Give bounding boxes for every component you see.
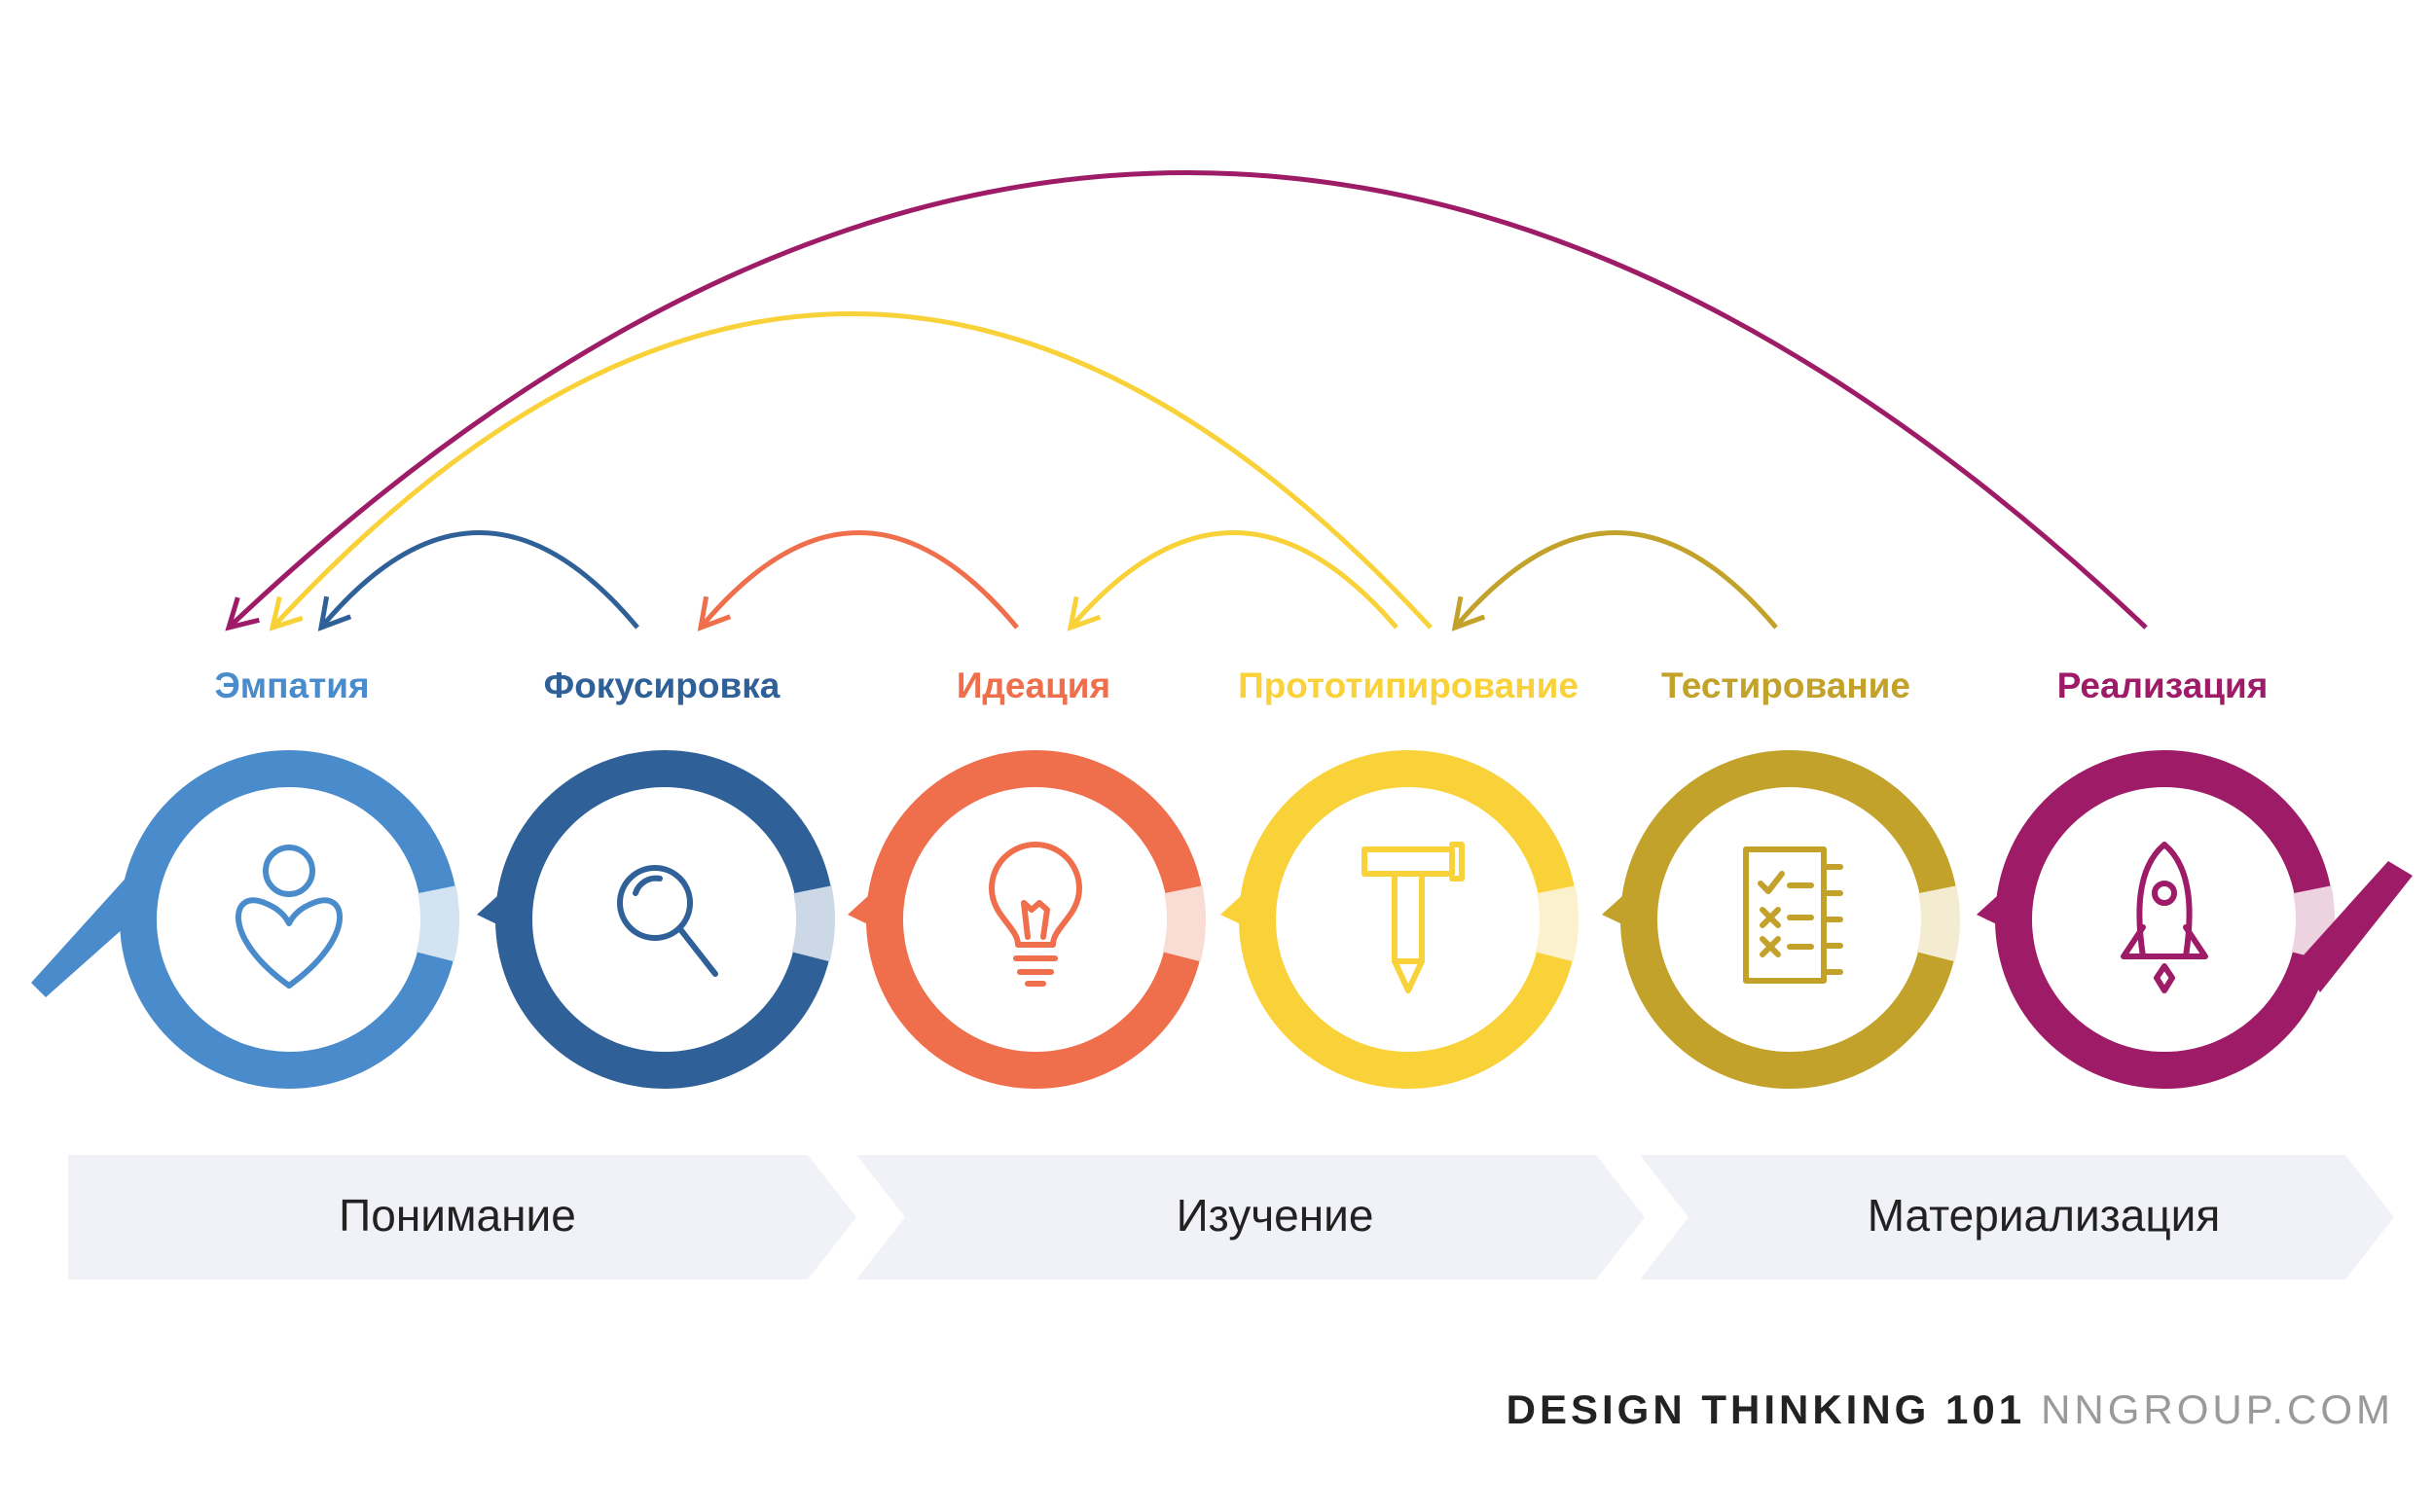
footer-credit: DESIGN THINKING 101 NNGROUP.COM <box>1507 1386 2394 1433</box>
phase-chevron <box>1640 1155 2394 1279</box>
stage-rings <box>31 750 2413 1089</box>
feedback-arrow <box>1451 530 1778 631</box>
feedback-arrow <box>269 311 1433 631</box>
feedback-arrow <box>1067 530 1398 631</box>
stage-ring <box>1602 750 1960 1089</box>
stage-label: Реализация <box>2057 666 2269 705</box>
stage-ring <box>1977 750 2413 1089</box>
phase-banner: Понимание Изучение Материализация <box>68 1155 2394 1279</box>
phase-label: Понимание <box>339 1190 576 1241</box>
stage-label: Фокусировка <box>544 666 781 705</box>
feedback-arrow <box>225 170 2148 631</box>
rocket-icon <box>2121 842 2208 993</box>
feedback-arrow <box>317 530 639 631</box>
lightbulb-icon <box>989 842 1082 987</box>
footer-site: NNGROUP.COM <box>2041 1386 2394 1432</box>
stage-ring <box>848 750 1206 1089</box>
stage-label: Идеация <box>957 666 1110 705</box>
stage-ring <box>1220 750 1579 1089</box>
stage-label: Тестирование <box>1661 666 1910 705</box>
stage-label: Прототипирование <box>1238 666 1579 705</box>
checklist-icon <box>1743 846 1843 984</box>
feedback-arrow <box>697 530 1019 631</box>
footer-title: DESIGN THINKING 101 <box>1506 1386 2026 1432</box>
phase-label: Материализация <box>1868 1190 2221 1241</box>
person-heart-icon <box>236 845 343 989</box>
phase-chevron <box>68 1155 856 1279</box>
stage-labels: Эмпатия Фокусировка Идеация Прототипировани… <box>214 666 2268 705</box>
feedback-arrows <box>225 170 2148 631</box>
magnifier-icon <box>617 865 718 977</box>
stage-label: Эмпатия <box>214 666 369 705</box>
stage-ring <box>31 750 459 1089</box>
phase-label: Изучение <box>1177 1190 1374 1241</box>
hammer-pencil-icon <box>1362 842 1465 993</box>
stage-ring <box>477 750 835 1089</box>
phase-chevron <box>856 1155 1645 1279</box>
